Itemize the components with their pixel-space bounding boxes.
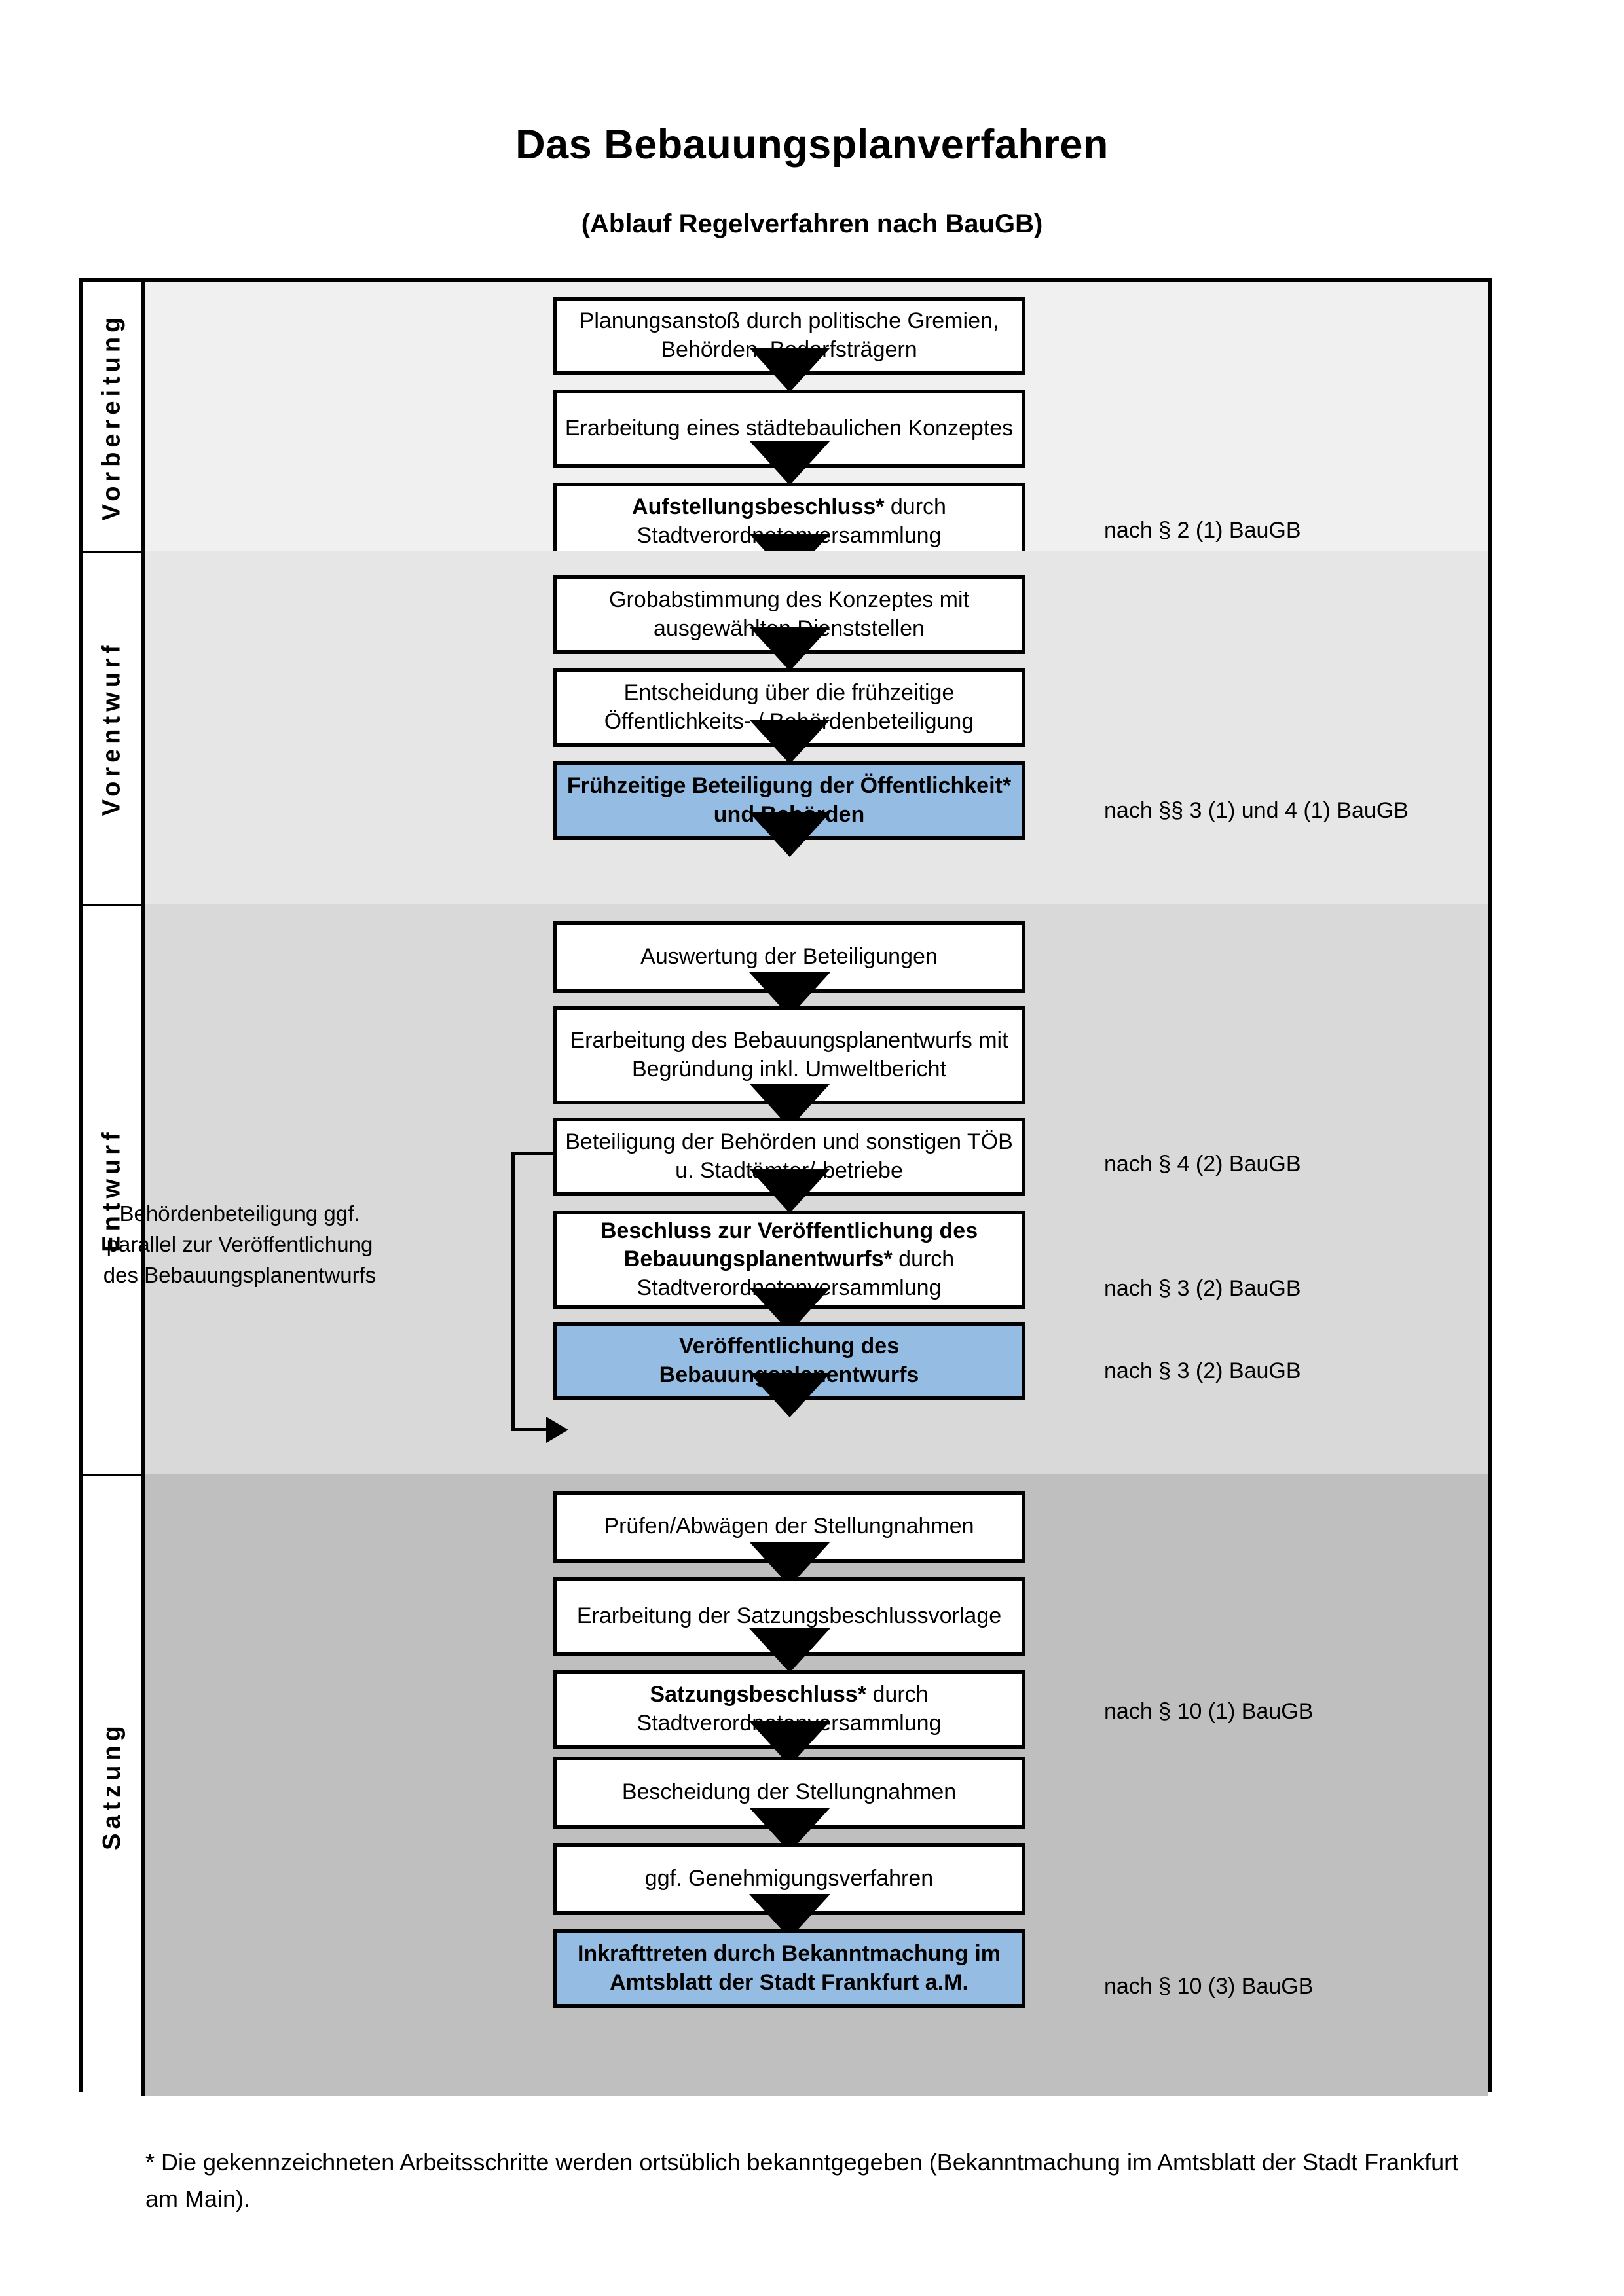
annotation-par4-2: nach § 4 (2) BauGB: [1104, 1152, 1301, 1176]
step-label: Prüfen/Abwägen der Stellungnahmen: [604, 1514, 974, 1539]
section-label-text: Vorbereitung: [98, 312, 126, 520]
annotation-par3-2-a: nach § 3 (2) BauGB: [1104, 1276, 1301, 1301]
section-label-text: Satzung: [98, 1721, 126, 1850]
bracket-bottom-segment: [511, 1428, 547, 1431]
step-label-bold: Inkrafttreten: [577, 1941, 708, 1967]
page-subtitle: (Ablauf Regelverfahren nach BauGB): [581, 210, 1043, 238]
step-label: Auswertung der Beteiligungen: [640, 944, 938, 970]
step-label-bold: Satzungsbeschluss*: [650, 1682, 867, 1707]
step-label: Erarbeitung des Bebauungsplanentwurfs mi…: [570, 1028, 1008, 1082]
step-label: Satzungsbeschluss* durch Stadtverordnete…: [563, 1681, 1015, 1738]
annotation-par10-1: nach § 10 (1) BauGB: [1104, 1699, 1314, 1724]
step-grobabstimmung[interactable]: Grobabstimmung des Konzeptes mit ausgewä…: [553, 575, 1025, 654]
step-label: Bescheidung der Stellungnahmen: [621, 1779, 957, 1805]
step-label-bold: Aufstellungsbeschluss*: [632, 494, 885, 520]
side-note-behoerdenbeteiligung: Behördenbeteiligung ggf. parallel zur Ve…: [103, 1201, 377, 1287]
section-label-text: Vorentwurf: [98, 640, 126, 816]
step-label: Grobabstimmung des Konzeptes mit ausgewä…: [609, 587, 969, 641]
annotation-par3-1-4-1: nach §§ 3 (1) und 4 (1) BauGB: [1104, 798, 1409, 823]
annotation-par2-1: nach § 2 (1) BauGB: [1104, 518, 1301, 543]
bracket-vertical-segment: [511, 1152, 515, 1430]
bracket-arrowhead-icon: [546, 1417, 568, 1443]
entwurf-content: Behördenbeteiligung ggf. parallel zur Ve…: [83, 904, 1488, 1474]
step-label-rest: durch Bekanntmachung im Amtsblatt der St…: [610, 1941, 1001, 1995]
flow-arrow: [749, 1169, 830, 1213]
page-title: Das Bebauungsplanverfahren: [515, 122, 1109, 168]
step-label: Frühzeitige Beteiligung der Öffentlichke…: [566, 773, 1012, 827]
annotation-par10-3: nach § 10 (3) BauGB: [1104, 1974, 1314, 1999]
step-label-bold: Beschluss zur Veröffentlichung des Bebau…: [600, 1218, 978, 1272]
step-label: Beschluss zur Veröffentlichung des Bebau…: [563, 1217, 1015, 1303]
flow-arrow: [749, 720, 830, 764]
section-label-vorentwurf: Vorentwurf: [83, 551, 145, 904]
step-label: Inkrafttreten durch Bekanntmachung im Am…: [563, 1940, 1015, 1997]
flow-arrow: [749, 1628, 830, 1673]
step-staedtebauliches-konzept[interactable]: Erarbeitung eines städtebaulichen Konzep…: [553, 390, 1025, 468]
section-label-entwurf: Entwurf: [83, 904, 145, 1474]
step-label: ggf. Genehmigungsverfahren: [644, 1866, 934, 1891]
step-inkrafttreten[interactable]: Inkrafttreten durch Bekanntmachung im Am…: [553, 1929, 1025, 2008]
diagram-frame: Vorbereitung Planungsanstoß durch politi…: [79, 278, 1492, 2096]
flow-arrow: [749, 348, 830, 392]
flow-arrow: [749, 441, 830, 485]
step-erarbeitung-satzungsvorlage[interactable]: Erarbeitung der Satzungsbeschlussvorlage: [553, 1577, 1025, 1656]
step-label: Planungsanstoß durch politische Gremien,…: [579, 308, 999, 362]
step-label: Erarbeitung eines städtebaulichen Konzep…: [564, 416, 1014, 441]
step-label: Erarbeitung der Satzungsbeschlussvorlage: [576, 1603, 1002, 1629]
flow-arrow: [749, 1373, 830, 1417]
bracket-top-segment: [511, 1152, 559, 1155]
step-pruefen-abwaegen[interactable]: Prüfen/Abwägen der Stellungnahmen: [553, 1491, 1025, 1563]
flow-arrow: [749, 812, 830, 857]
flow-arrow: [749, 627, 830, 671]
annotation-par3-2-b: nach § 3 (2) BauGB: [1104, 1358, 1301, 1383]
step-fruehzeitige-beteiligung[interactable]: Frühzeitige Beteiligung der Öffentlichke…: [553, 761, 1025, 840]
step-planungsanstoss[interactable]: Planungsanstoß durch politische Gremien,…: [553, 297, 1025, 375]
footnote-text: * Die gekennzeichneten Arbeitsschritte w…: [145, 2149, 1459, 2212]
section-label-satzung: Satzung: [83, 1474, 145, 2096]
section-label-vorbereitung: Vorbereitung: [83, 282, 145, 551]
step-satzungsbeschluss[interactable]: Satzungsbeschluss* durch Stadtverordnete…: [553, 1670, 1025, 1749]
